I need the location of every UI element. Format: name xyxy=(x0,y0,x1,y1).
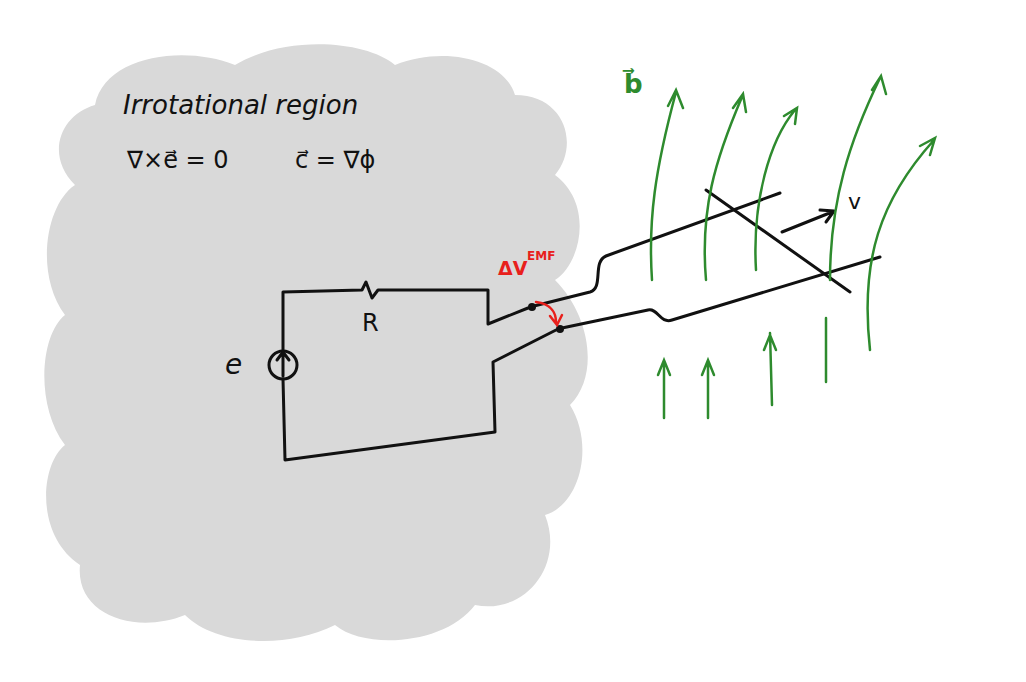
lower-rail xyxy=(562,257,880,328)
field-line xyxy=(825,318,828,382)
formula: ∇×e⃗ = 0 xyxy=(127,147,229,173)
terminal xyxy=(528,303,536,311)
emf-superscript: EMF xyxy=(527,250,555,263)
sliding-bar xyxy=(706,190,850,292)
formula: c⃗ = ∇ϕ xyxy=(295,147,375,173)
field-line xyxy=(705,94,746,280)
field-line xyxy=(868,138,935,350)
region-fill xyxy=(44,44,587,641)
region-shape xyxy=(35,35,595,650)
field-line xyxy=(658,360,670,418)
resistor-label: R xyxy=(362,310,379,336)
upper-rail xyxy=(534,193,780,306)
velocity-arrow xyxy=(782,210,834,232)
wire xyxy=(283,282,528,351)
source-label: e xyxy=(225,350,242,381)
irrotational-region: Irrotational region ∇×e⃗ = 0 c⃗ = ∇ϕ xyxy=(35,35,595,650)
source-symbol xyxy=(269,351,297,379)
field-line xyxy=(755,108,797,270)
source-arrow xyxy=(277,352,289,376)
emf-label: ΔV xyxy=(498,258,527,279)
field-line xyxy=(651,90,683,280)
field-line xyxy=(702,360,714,418)
region-title: Irrotational region xyxy=(123,91,358,120)
field-line xyxy=(830,76,886,280)
field-line xyxy=(764,333,776,405)
velocity-label: v xyxy=(848,190,861,214)
emf-arrow xyxy=(536,302,562,325)
field-label: b⃗ xyxy=(624,70,643,99)
wire xyxy=(283,330,556,460)
